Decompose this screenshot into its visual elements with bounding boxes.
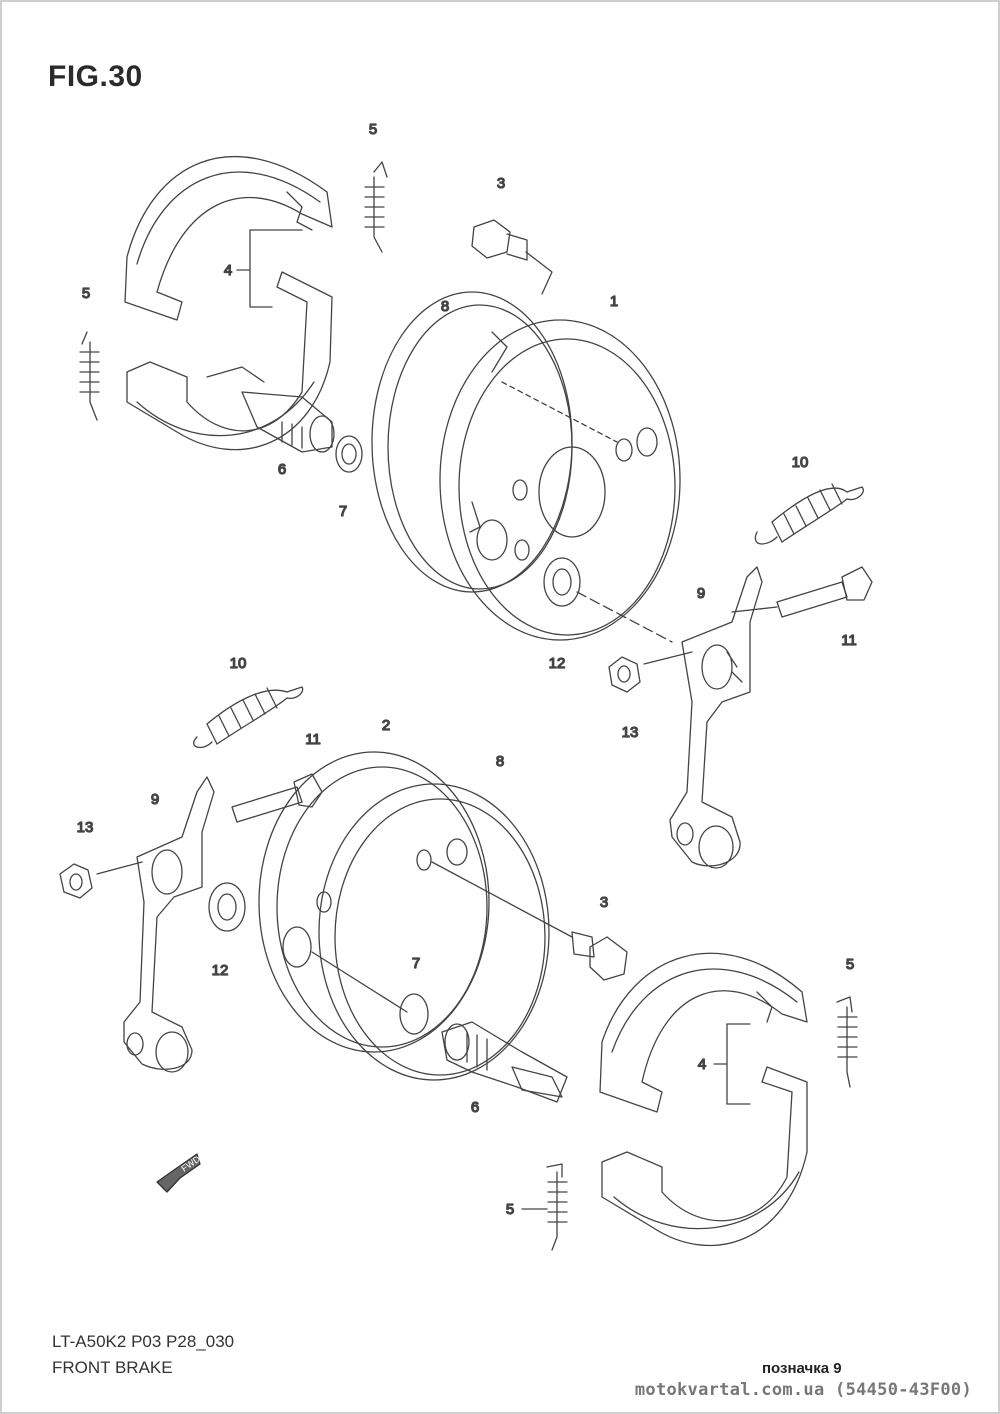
spring-bottom-left [193,686,304,749]
callout-9: 9 [697,585,705,602]
brake-drum-bottom [258,751,490,1053]
callout-7: 7 [339,503,347,520]
mark-label: позначка 9 [762,1360,842,1377]
callout-9: 9 [151,791,159,808]
callout-1: 1 [610,293,618,310]
callout-labels-top: 5 4 5 6 7 3 8 1 10 12 9 11 13 [81,120,857,741]
brake-camshaft-bottom [441,1021,568,1103]
return-spring-bottom-1 [836,996,858,1088]
pivot-bolt-top [776,566,873,618]
leader-line [431,861,573,938]
bolt-bottom [571,931,628,981]
callout-12: 12 [549,655,566,672]
callout-5: 5 [506,1201,514,1218]
spring-top-right [754,483,864,545]
callout-8: 8 [496,753,504,770]
callout-bracket-4-bottom [713,1023,751,1105]
callout-6: 6 [278,461,286,478]
section-name: FRONT BRAKE [52,1358,173,1377]
pivot-bolt-bottom [231,773,323,823]
brake-shoe-bottom-lower [601,1066,808,1247]
model-code: LT-A50K2 P03 P28_030 [52,1332,235,1351]
brake-panel-top [371,291,573,593]
callout-13: 13 [622,724,639,741]
brake-shoe-top-upper [124,155,333,321]
bolt-top [471,219,528,261]
washer-top [335,435,363,473]
callout-10: 10 [230,655,247,672]
callout-10: 10 [792,454,809,471]
figure-title: FIG.30 [48,60,143,93]
brake-camshaft-top [241,391,335,453]
forward-direction-arrow-icon: FWD [156,1153,202,1193]
brake-shoe-top-lower [126,271,333,451]
dashed-guide [501,381,618,443]
callout-8: 8 [441,298,449,315]
callout-4: 4 [698,1056,706,1073]
brake-arm-bottom [123,776,215,1073]
callout-11: 11 [305,731,321,748]
return-spring-top-1 [364,161,388,253]
brake-arm-top [669,566,763,869]
brake-shoe-bottom-upper [599,952,808,1113]
return-spring-top-2 [79,331,100,421]
callout-4: 4 [224,262,232,279]
return-spring-bottom-2 [546,1163,568,1251]
callout-3: 3 [497,175,505,192]
callout-7: 7 [412,955,420,972]
callout-5: 5 [846,956,854,973]
brake-drum-top [439,319,681,641]
callout-5: 5 [369,121,377,138]
callout-labels-bottom: 10 2 8 11 9 13 12 3 7 6 5 4 5 [76,654,855,1218]
callout-bracket-4-top [236,229,303,308]
callout-2: 2 [382,717,390,734]
brake-panel-bottom [318,783,550,1081]
callout-12: 12 [212,962,229,979]
site-reference-link[interactable]: motokvartal.com.ua (54450-43F00) [634,1380,972,1400]
nut-top [608,656,641,693]
callout-5: 5 [82,285,90,302]
leader-line [525,251,553,295]
callout-6: 6 [471,1099,479,1116]
seal-washer-bottom [208,882,246,932]
callout-13: 13 [77,819,94,836]
seal-washer-top [543,557,581,607]
callout-3: 3 [600,894,608,911]
nut-bottom [59,863,93,899]
callout-11: 11 [841,632,857,649]
